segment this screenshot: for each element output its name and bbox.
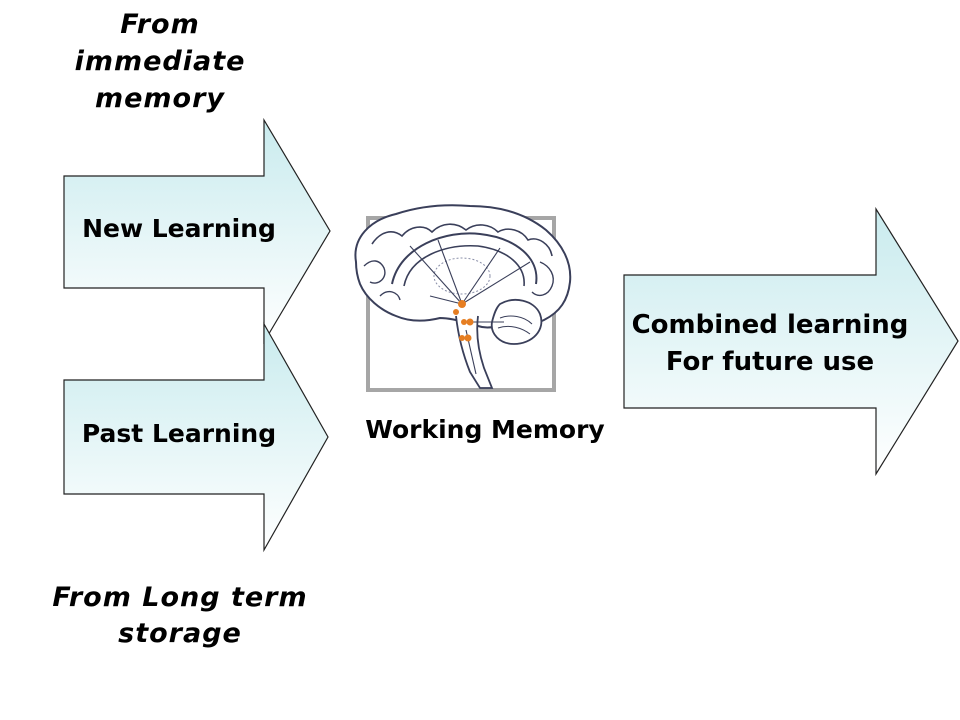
working-memory-label: Working Memory [365, 415, 605, 444]
activation-spots [453, 300, 474, 342]
new-learning-label: New Learning [82, 214, 276, 243]
from-immediate-memory-label: From immediate memory [74, 9, 246, 114]
brain-sagittal-icon [354, 204, 572, 392]
past-learning-label: Past Learning [81, 419, 277, 448]
new-learning-arrow [63, 117, 331, 345]
combined-learning-label: Combined learning For future use [600, 307, 940, 381]
past-learning-arrow [63, 321, 329, 553]
combined-learning-arrow [623, 206, 959, 477]
combined-learning-line1: Combined learning [631, 310, 909, 340]
combined-learning-line2: For future use [665, 347, 875, 377]
from-long-term-storage-label: From Long term storage [52, 582, 308, 649]
